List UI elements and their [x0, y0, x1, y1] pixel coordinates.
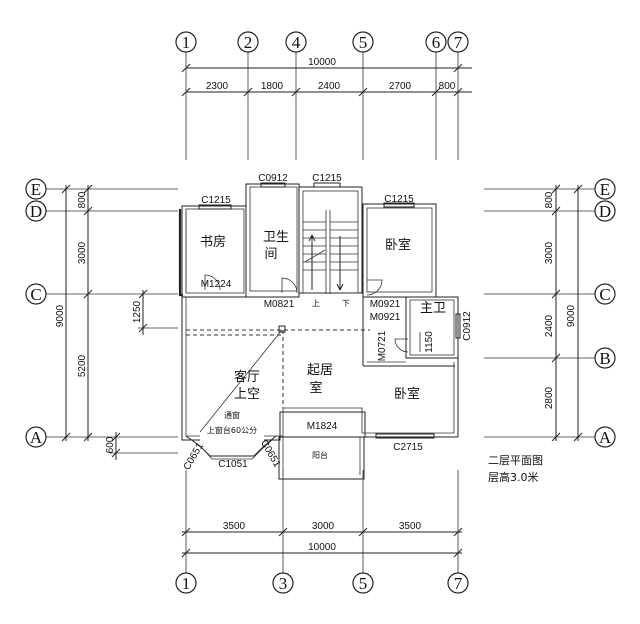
window-c0912-top: C0912 [258, 173, 288, 184]
top-axis-labels: 1 2 4 5 6 7 [175, 31, 469, 53]
stairs-up-label: 上 [312, 299, 320, 308]
window-c0651-left: C0651 [182, 441, 206, 472]
window-c1215-right: C1215 [384, 194, 414, 205]
door-m0721: M0721 [377, 330, 388, 361]
axis-top-2: 2 [244, 33, 253, 52]
top-total-dim: 10000 [308, 57, 336, 68]
room-study: 书房 [200, 234, 226, 250]
building-walls [178, 183, 459, 460]
window-note-1: 通窗 [224, 410, 240, 420]
left-dimension-block: 9000 800 3000 5200 1250 600 [46, 184, 178, 460]
axis-right-D: D [599, 202, 611, 221]
room-living-line2: 上空 [234, 387, 260, 402]
axis-top-7: 7 [454, 33, 463, 52]
staircase: 上 下 [303, 210, 358, 308]
room-family-line2: 室 [309, 380, 322, 396]
dim-1150: 1150 [424, 331, 435, 353]
axis-right-E: E [600, 180, 610, 199]
top-dim-5: 800 [439, 81, 456, 92]
door-m0921-a: M0921 [370, 299, 401, 310]
room-master-bath: 主卫 [420, 301, 446, 316]
drawing-title: 二层平面图 [488, 454, 543, 467]
room-bedroom-bottom: 卧室 [394, 386, 420, 402]
room-bedroom-top: 卧室 [385, 237, 411, 253]
bottom-dim-2: 3000 [312, 521, 335, 532]
bottom-dimension-block: 3500 3000 3500 10000 [181, 470, 463, 575]
axis-left-A: A [30, 428, 43, 447]
drawing-notes: 二层平面图 层高3.0米 [488, 454, 543, 484]
window-note-2: 上窗台60公分 [207, 425, 257, 435]
top-dim-1: 2300 [206, 81, 229, 92]
room-family-line1: 起居 [307, 363, 333, 378]
bottom-total-dim: 10000 [308, 542, 336, 553]
left-dim-2: 3000 [77, 241, 88, 264]
window-c0912-right: C0912 [462, 311, 473, 341]
axis-bottom-1: 1 [182, 574, 191, 593]
right-dim-1: 800 [544, 191, 555, 208]
window-c2715: C2715 [393, 442, 423, 453]
right-dim-4: 2800 [544, 386, 555, 409]
left-axis-labels: E D C A [25, 178, 47, 448]
bottom-axis-labels: 1 3 5 7 [175, 572, 469, 594]
bottom-dim-1: 3500 [223, 521, 246, 532]
stairs-down-label: 下 [342, 299, 350, 308]
balcony: 阳台 [278, 436, 365, 480]
door-m0921-b: M0921 [370, 312, 401, 323]
doors: M1224 M0821 M0921 M0921 M0721 1150 M1824 [201, 274, 435, 432]
right-dim-3: 2400 [544, 314, 555, 337]
window-c1215-left: C1215 [201, 195, 231, 206]
axis-top-1: 1 [182, 33, 191, 52]
top-dimension-block: 10000 2300 1800 2400 2700 800 [181, 50, 472, 160]
top-dim-4: 2700 [389, 81, 412, 92]
left-dim-1250: 1250 [132, 300, 143, 323]
left-total-dim: 9000 [55, 304, 66, 327]
windows: C0912 C1215 C1215 C1215 C0912 C2715 C065… [182, 173, 473, 472]
axis-right-B: B [599, 349, 610, 368]
right-dim-2: 3000 [544, 241, 555, 264]
right-axis-labels: E D C B A [594, 178, 616, 448]
axis-top-5: 5 [359, 33, 368, 52]
window-c1051: C1051 [218, 459, 248, 470]
right-dimension-block: 800 3000 2400 2800 9000 [484, 184, 596, 442]
left-dim-600: 600 [105, 436, 116, 453]
window-c1215-mid: C1215 [312, 173, 342, 184]
room-living-line1: 客厅 [234, 369, 260, 385]
room-labels: 书房 卫生 间 卧室 主卫 客厅 上空 起居 室 卧室 通窗 上窗台60公分 [200, 230, 446, 435]
axis-right-C: C [599, 285, 610, 304]
axis-bottom-7: 7 [454, 574, 463, 593]
axis-bottom-3: 3 [279, 574, 288, 593]
axis-top-4: 4 [292, 33, 301, 52]
floor-height-note: 层高3.0米 [488, 470, 539, 484]
balcony-label: 阳台 [312, 450, 328, 460]
door-m0821: M0821 [264, 299, 295, 310]
left-dim-1: 800 [77, 191, 88, 208]
left-dim-3: 5200 [77, 354, 88, 377]
axis-left-C: C [30, 285, 41, 304]
axis-right-A: A [599, 428, 612, 447]
axis-top-6: 6 [432, 33, 441, 52]
top-dim-3: 2400 [318, 81, 341, 92]
room-bath-line1: 卫生 [263, 230, 289, 245]
axis-left-D: D [30, 202, 42, 221]
top-dim-2: 1800 [261, 81, 284, 92]
right-total-dim: 9000 [566, 304, 577, 327]
door-m1824: M1824 [307, 421, 338, 432]
door-m1224: M1224 [201, 279, 232, 290]
axis-left-E: E [31, 180, 41, 199]
bottom-dim-3: 3500 [399, 521, 422, 532]
axis-bottom-5: 5 [359, 574, 368, 593]
room-bath-line2: 间 [264, 247, 277, 262]
